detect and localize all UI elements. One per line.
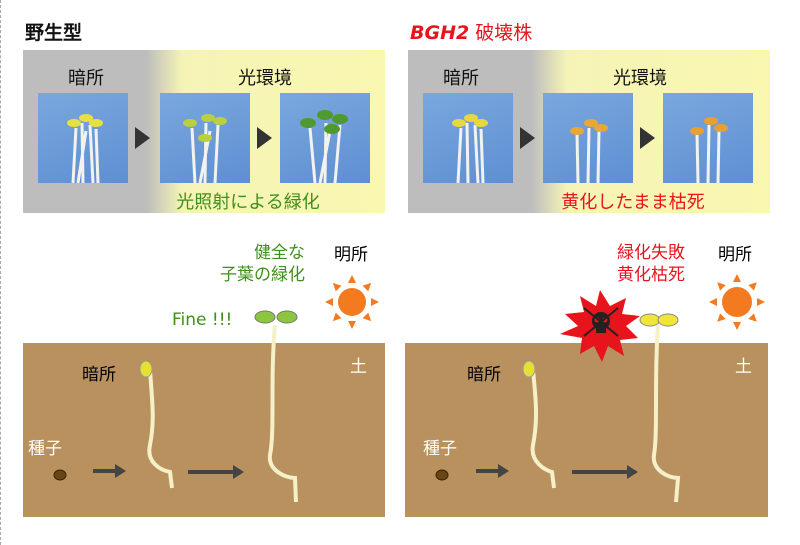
annotation-line: 健全な bbox=[254, 243, 305, 263]
arrow-right-icon bbox=[93, 464, 126, 478]
photo-light-seedlings-1 bbox=[543, 93, 633, 184]
photo-light-seedlings-1 bbox=[160, 93, 250, 184]
seed-label: 種子 bbox=[28, 439, 62, 459]
bright-label: 明所 bbox=[718, 245, 752, 265]
seed-icon bbox=[435, 469, 449, 481]
wildtype-title: 野生型 bbox=[25, 22, 83, 44]
gene-name: BGH2 bbox=[410, 22, 470, 44]
annotation-line: 黄化枯死 bbox=[617, 265, 685, 285]
soil bbox=[23, 343, 385, 517]
yellow-seedling-icon bbox=[639, 313, 681, 503]
soil-label: 土 bbox=[350, 357, 367, 377]
sun-icon bbox=[709, 274, 765, 330]
arrow-right-icon bbox=[476, 464, 509, 478]
etiolated-death-caption: 黄化したまま枯死 bbox=[561, 192, 705, 213]
wildtype-growth-scene bbox=[53, 275, 379, 503]
soil-label: 土 bbox=[735, 357, 752, 377]
arrow-right-icon bbox=[188, 465, 244, 479]
annotation-line: 緑化失敗 bbox=[617, 243, 685, 263]
bright-label: 明所 bbox=[334, 245, 368, 265]
mutant-growth-scene bbox=[435, 274, 765, 503]
dark-label: 暗所 bbox=[443, 68, 479, 89]
photo-light-seedlings-2 bbox=[663, 93, 753, 184]
green-seedling-icon bbox=[254, 310, 298, 503]
seed-icon bbox=[53, 469, 67, 481]
arrow-right-icon bbox=[257, 127, 272, 149]
dark-seedling-icon bbox=[139, 360, 174, 489]
fine-label: Fine !!! bbox=[172, 310, 233, 330]
sun-icon bbox=[325, 275, 379, 329]
skull-burst-icon bbox=[560, 290, 640, 362]
annotation-line: 子葉の緑化 bbox=[220, 265, 305, 285]
greening-caption: 光照射による緑化 bbox=[176, 192, 320, 213]
soil bbox=[405, 343, 768, 517]
seed-label: 種子 bbox=[423, 439, 457, 459]
arrow-right-icon bbox=[520, 127, 535, 149]
light-label: 光環境 bbox=[238, 68, 292, 89]
arrow-right-icon bbox=[572, 465, 638, 479]
photo-dark-seedlings bbox=[38, 93, 128, 184]
arrow-right-icon bbox=[640, 127, 655, 149]
mutant-photo-panel: 暗所 光環境 黄化したまま枯死 bbox=[408, 50, 770, 213]
greening-failure-annotation: 緑化失敗 黄化枯死 bbox=[617, 242, 685, 286]
dark-label: 暗所 bbox=[68, 68, 104, 89]
wildtype-photo-panel: 暗所 光環境 光照射による緑化 bbox=[23, 50, 385, 213]
dark-label: 暗所 bbox=[82, 365, 116, 385]
light-label: 光環境 bbox=[613, 68, 667, 89]
photo-dark-seedlings bbox=[423, 93, 513, 184]
mutant-title: 破壊株 bbox=[469, 22, 533, 44]
dark-label: 暗所 bbox=[467, 365, 501, 385]
dark-seedling-icon bbox=[522, 360, 556, 489]
healthy-greening-annotation: 健全な 子葉の緑化 bbox=[220, 242, 305, 286]
photo-light-seedlings-2 bbox=[280, 93, 370, 184]
arrow-right-icon bbox=[135, 127, 150, 149]
